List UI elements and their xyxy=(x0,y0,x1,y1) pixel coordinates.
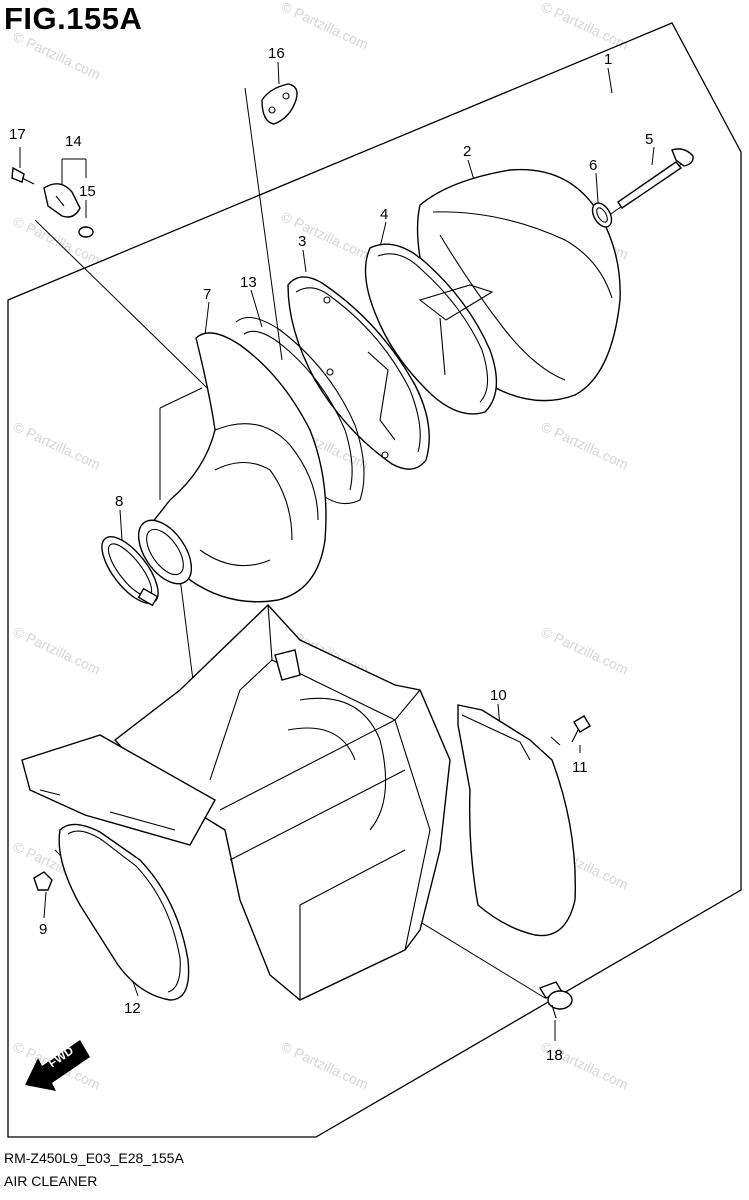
part-filter-bolt xyxy=(617,148,694,209)
figure-title: FIG.155A xyxy=(4,1,143,36)
section-name: AIR CLEANER xyxy=(4,1173,98,1189)
watermark: © Partzilla.com xyxy=(279,208,371,262)
callout-numbers: 1 2 3 4 5 6 7 8 9 10 11 12 13 14 15 16 1… xyxy=(9,45,653,1064)
callout-1: 1 xyxy=(604,51,612,68)
callout-16: 16 xyxy=(268,45,285,62)
part-air-box xyxy=(113,603,451,1001)
callout-12: 12 xyxy=(124,1000,141,1017)
part-screw-11 xyxy=(571,715,591,743)
part-bracket-plate xyxy=(261,83,298,125)
assembly-boundary xyxy=(7,22,742,1138)
watermark: © Partzilla.com xyxy=(539,623,631,677)
watermark: © Partzilla.com xyxy=(11,28,103,82)
callout-15: 15 xyxy=(79,183,96,200)
watermark: © Partzilla.com xyxy=(11,213,103,267)
callout-17: 17 xyxy=(9,126,26,143)
callout-2: 2 xyxy=(463,143,471,160)
part-bolt-18 xyxy=(538,981,573,1019)
callout-14: 14 xyxy=(65,133,82,150)
watermark: © Partzilla.com xyxy=(11,623,103,677)
callout-3: 3 xyxy=(298,233,306,250)
callout-4: 4 xyxy=(380,206,388,223)
watermark: © Partzilla.com xyxy=(11,418,103,472)
watermark: © Partzilla.com xyxy=(279,1038,371,1092)
callout-5: 5 xyxy=(645,131,653,148)
part-seal xyxy=(235,316,365,505)
callout-11: 11 xyxy=(572,759,588,776)
watermark: © Partzilla.com xyxy=(539,418,631,472)
watermark: © Partzilla.com xyxy=(279,0,371,53)
watermark: © Partzilla.com xyxy=(539,0,631,53)
callout-10: 10 xyxy=(490,687,507,704)
part-air-filter xyxy=(364,243,498,415)
part-rear-cover xyxy=(457,704,576,937)
callout-8: 8 xyxy=(115,493,123,510)
part-intake-duct xyxy=(137,332,327,603)
part-clamp xyxy=(101,536,159,607)
callout-13: 13 xyxy=(240,274,257,291)
part-washer xyxy=(591,202,613,228)
part-sensor xyxy=(11,166,94,238)
callout-9: 9 xyxy=(39,921,47,938)
callout-18: 18 xyxy=(546,1047,563,1064)
diagram-code: RM-Z450L9_E03_E28_155A xyxy=(4,1150,184,1166)
part-nut xyxy=(33,871,53,891)
callout-6: 6 xyxy=(589,157,597,174)
part-side-panel xyxy=(21,734,216,846)
callout-7: 7 xyxy=(203,286,211,303)
part-gasket xyxy=(58,823,190,1001)
